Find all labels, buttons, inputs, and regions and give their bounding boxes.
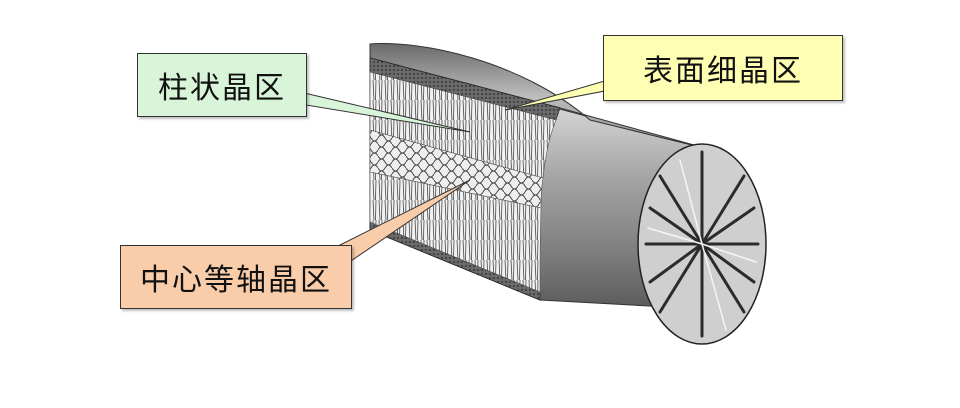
label-surface-fine-zone: 表面细晶区 (603, 35, 843, 101)
label-columnar-zone: 柱状晶区 (137, 53, 307, 117)
columnar-zone-lower (369, 171, 542, 293)
shell-top-strip (369, 43, 713, 151)
end-face-radial-grains (644, 150, 760, 338)
label-central-equiaxed-zone: 中心等轴晶区 (120, 245, 352, 309)
